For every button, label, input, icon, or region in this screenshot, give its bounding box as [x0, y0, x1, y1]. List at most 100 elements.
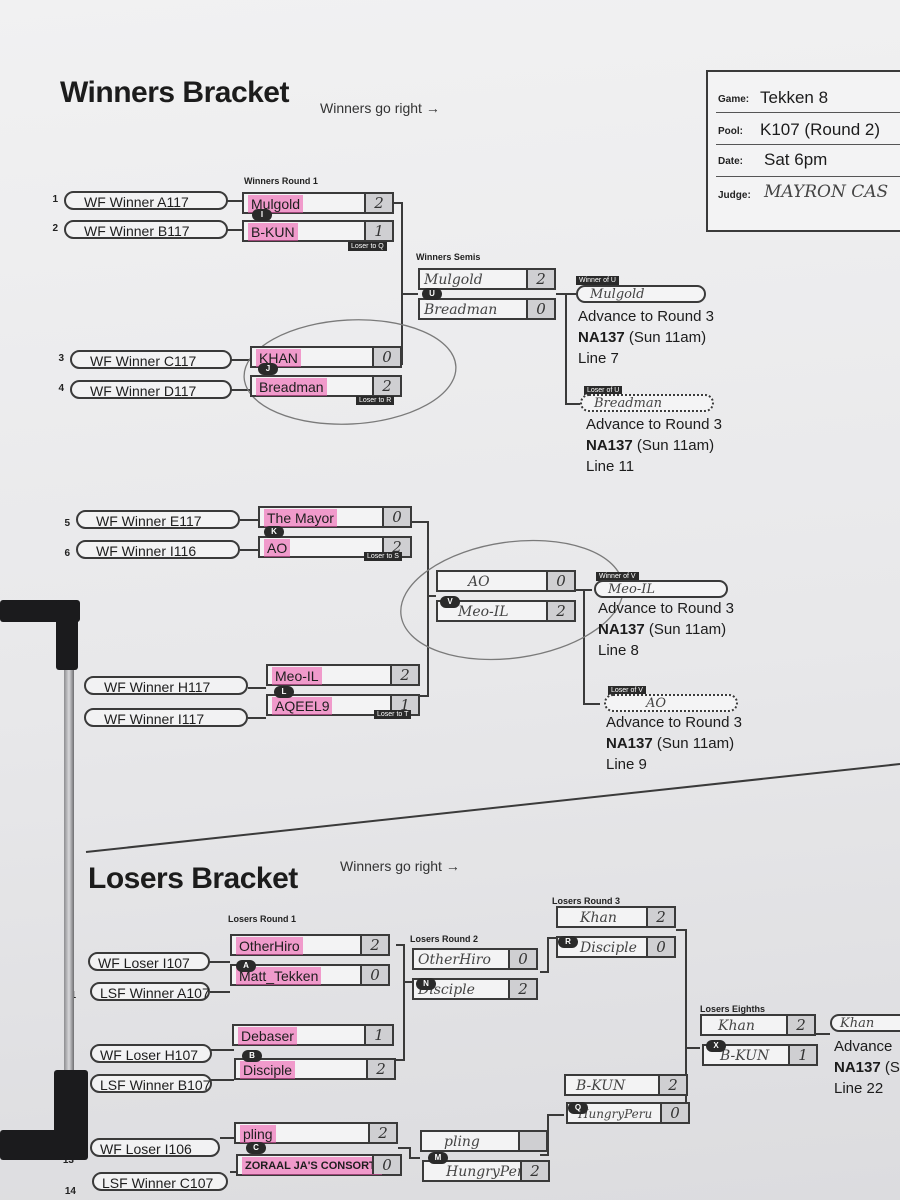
pool-time: (Sun 11am) — [652, 735, 735, 752]
info-divider — [716, 176, 900, 177]
seed-number: 14 — [64, 1186, 76, 1197]
seed-number: 4 — [58, 383, 64, 394]
date-value: Sat 6pm — [764, 150, 828, 169]
losers-round1-label: Losers Round 1 — [228, 914, 297, 924]
winner-of-x-box: Khan — [830, 1014, 900, 1032]
winner-of-x-advance: Advance NA137 (S Line 22 — [834, 1036, 900, 1099]
match-badge: V — [440, 596, 460, 608]
player-score: 2 — [520, 1162, 548, 1180]
match-badge: B — [242, 1050, 262, 1062]
entry-pill: WF Winner C117 — [70, 350, 232, 369]
player-name: Breadman — [424, 302, 498, 318]
player-name: HungryPeru — [446, 1164, 533, 1180]
match-j-slot-1[interactable]: KHAN 0 — [250, 346, 402, 368]
loser-of-tag: Loser of V — [608, 686, 646, 695]
loser-tag: Loser to Q — [348, 242, 387, 251]
seed-number: 13 — [62, 1155, 74, 1166]
seed-number: 5 — [64, 518, 70, 529]
advancing-player: Breadman — [594, 396, 662, 411]
player-name: The Mayor — [264, 509, 337, 527]
seed-number: 3 — [58, 353, 64, 364]
pool-value: K107 (Round 2) — [760, 120, 881, 139]
match-n-slot-1[interactable]: OtherHiro 0 — [412, 948, 538, 970]
player-score: 2 — [658, 1076, 686, 1094]
player-score: 2 — [390, 666, 418, 684]
player-score: 2 — [382, 538, 410, 556]
player-name: OtherHiro — [236, 937, 303, 955]
pool-code: NA137 — [598, 621, 645, 638]
player-score: 2 — [786, 1016, 814, 1034]
entry-pill: LSF Winner B107 — [90, 1074, 212, 1093]
advance-text: Advance to Round 3 — [586, 416, 722, 433]
player-score: 1 — [364, 222, 392, 240]
game-label: Game: — [718, 94, 750, 105]
player-score: 0 — [646, 938, 674, 956]
seed-number: 1 — [52, 194, 58, 205]
match-badge: I — [252, 209, 272, 221]
pool-time: (Sun 11am) — [624, 329, 707, 346]
entry-pill: WF Winner E117 — [76, 510, 240, 529]
winner-of-tag: Winner of U — [576, 276, 619, 285]
player-score: 0 — [372, 348, 400, 366]
match-badge: N — [416, 978, 436, 990]
entry-pill: WF Winner H117 — [84, 676, 248, 695]
player-score: 0 — [360, 966, 388, 984]
player-score: 2 — [364, 194, 392, 212]
winner-of-u-advance: Advance to Round 3 NA137 (Sun 11am) Line… — [578, 306, 714, 369]
player-name: Meo-IL — [272, 667, 322, 685]
match-l-slot-1[interactable]: Meo-IL 2 — [266, 664, 420, 686]
match-q-slot-1[interactable]: B-KUN 2 — [564, 1074, 688, 1096]
judge-label: Judge: — [718, 190, 751, 201]
player-name: OtherHiro — [418, 952, 491, 968]
binder-clip-rod — [64, 670, 74, 1100]
binder-clip-hinge — [56, 600, 78, 670]
player-name: B-KUN — [576, 1078, 626, 1094]
player-score: 0 — [508, 950, 536, 968]
pool-code: NA137 — [834, 1059, 881, 1076]
player-name: Khan — [718, 1018, 755, 1034]
losers-round2-label: Losers Round 2 — [410, 934, 479, 944]
advancing-player: Khan — [840, 1016, 875, 1031]
match-m-slot-1[interactable]: pling — [420, 1130, 548, 1152]
player-score: 1 — [364, 1026, 392, 1044]
player-name: Khan — [580, 910, 617, 926]
match-x-slot-1[interactable]: Khan 2 — [700, 1014, 816, 1036]
loser-tag: Loser to S — [364, 552, 402, 561]
match-badge: K — [264, 526, 284, 538]
player-name: AO — [264, 539, 291, 557]
losers-eighths-label: Losers Eighths — [700, 1004, 766, 1014]
player-score: 0 — [546, 572, 574, 590]
loser-of-u-box: Breadman — [580, 394, 714, 412]
loser-of-tag: Loser of U — [584, 386, 623, 395]
line-number: Line 22 — [834, 1080, 884, 1097]
entry-pill: WF Loser H107 — [90, 1044, 212, 1063]
advance-text: Advance to Round 3 — [578, 308, 714, 325]
pool-label: Pool: — [718, 126, 743, 137]
player-name: KHAN — [256, 349, 301, 367]
line-number: Line 9 — [606, 756, 647, 773]
match-badge: A — [236, 960, 256, 972]
entry-pill: WF Winner D117 — [70, 380, 232, 399]
entry-pill: LSF Winner A107 — [90, 982, 210, 1001]
line-number: Line 7 — [578, 350, 619, 367]
